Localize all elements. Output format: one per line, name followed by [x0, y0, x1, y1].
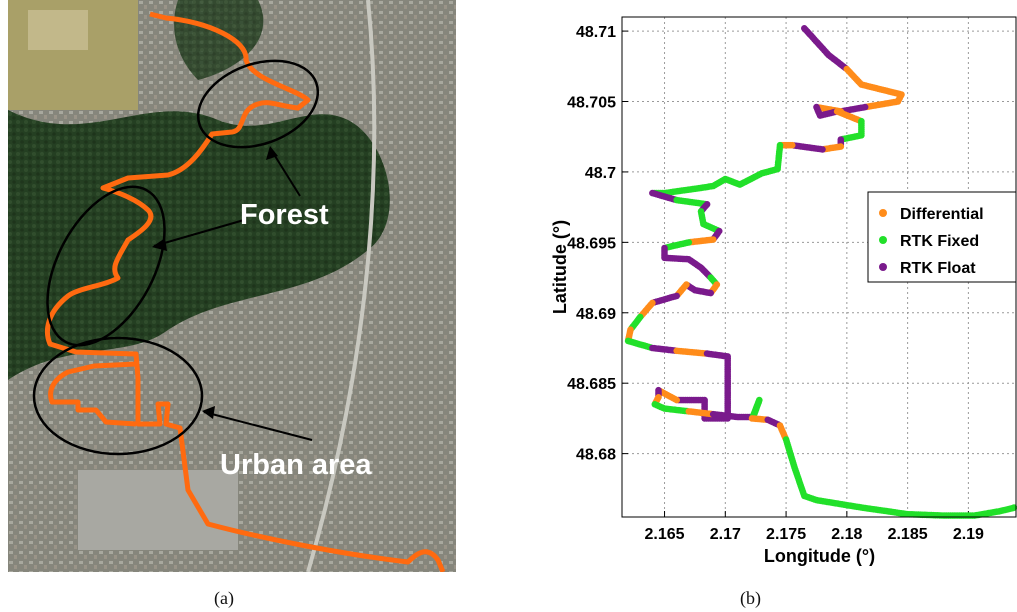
y-tick-label: 48.71	[576, 24, 616, 41]
urban-ellipse	[32, 336, 204, 456]
y-tick-label: 48.695	[567, 235, 616, 252]
x-tick-label: 2.19	[953, 526, 984, 543]
road	[306, 0, 377, 572]
fields-area-2	[28, 10, 88, 50]
forest-arrowhead-middle	[152, 238, 167, 251]
legend-label-rtk-fixed: RTK Fixed	[900, 233, 979, 250]
trajectory-points	[624, 25, 1017, 519]
y-axis-label: Latitude (°)	[550, 220, 570, 314]
legend-label-rtk-float: RTK Float	[900, 260, 976, 277]
satellite-map: Forest Urban area	[8, 0, 456, 572]
y-tick-label: 48.705	[567, 95, 616, 112]
x-tick-label: 2.165	[645, 526, 685, 543]
forest-area-2	[174, 0, 264, 80]
forest-label: Forest	[240, 199, 329, 231]
grid	[622, 17, 1017, 517]
legend-label-differential: Differential	[900, 206, 984, 223]
gps-track-urban-loop	[48, 361, 137, 427]
legend: Differential RTK Fixed RTK Float	[867, 191, 1017, 283]
y-tick-label: 48.69	[576, 306, 616, 323]
y-tick-label: 48.685	[567, 376, 616, 393]
urban-label: Urban area	[220, 449, 372, 481]
parking-lot	[78, 470, 238, 550]
forest-ellipse-middle	[46, 185, 166, 347]
forest-ellipse-top	[196, 59, 320, 149]
legend-marker-rtk-float	[879, 263, 887, 271]
urban-arrowhead	[202, 406, 215, 419]
x-tick-label: 2.17	[710, 526, 741, 543]
gps-track	[44, 11, 446, 572]
legend-marker-differential	[879, 209, 887, 217]
trajectory-chart: 2.165 2.17 2.175 2.18 2.185 2.19 48.68 48.685 48…	[550, 16, 1017, 566]
axis-ticks: 2.165 2.17 2.175 2.18 2.185 2.19 48.68 48.685 48…	[567, 24, 984, 543]
forest-arrowhead-top	[266, 146, 278, 160]
y-tick-label: 48.68	[576, 447, 616, 464]
x-axis-label: Longitude (°)	[764, 546, 875, 566]
caption-a: (a)	[214, 588, 234, 608]
urban-arrow	[203, 411, 313, 441]
x-tick-label: 2.18	[831, 526, 862, 543]
point-rtk-fixed	[1010, 504, 1017, 511]
x-tick-label: 2.185	[888, 526, 928, 543]
y-tick-label: 48.7	[585, 165, 616, 182]
x-tick-label: 2.175	[766, 526, 806, 543]
caption-b: (b)	[740, 588, 761, 608]
legend-marker-rtk-fixed	[879, 236, 887, 244]
forest-area	[8, 110, 390, 380]
legend-box	[867, 191, 1017, 283]
forest-arrow-middle	[153, 219, 245, 247]
